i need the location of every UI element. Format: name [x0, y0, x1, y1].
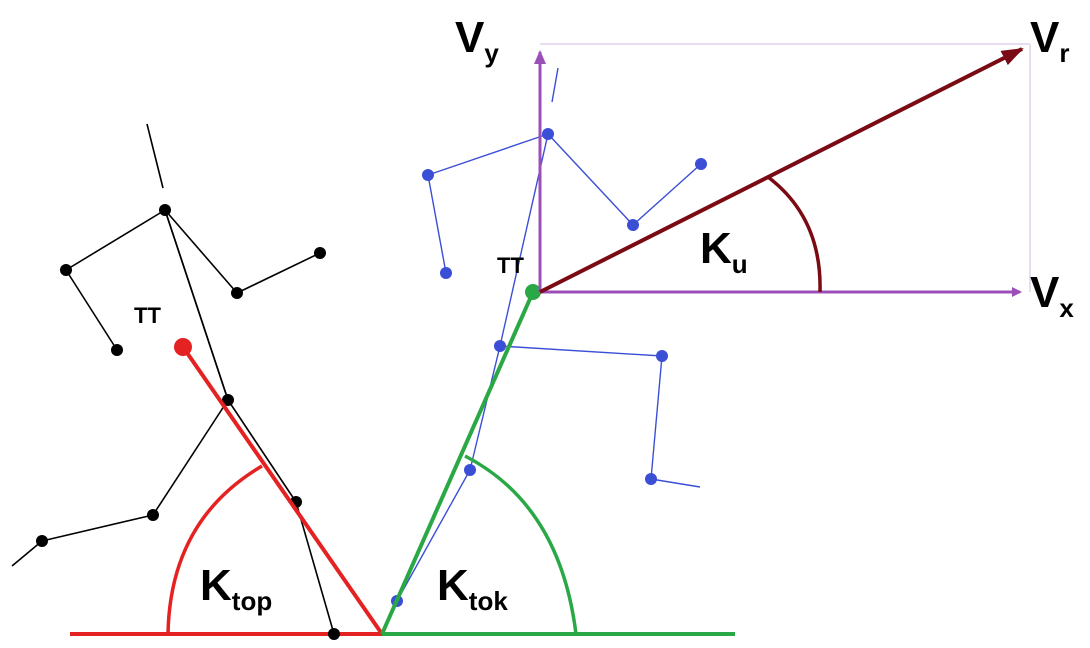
- vx-label: Vx: [1030, 268, 1074, 323]
- blue-stick-figure: [396, 67, 702, 602]
- black-joint-foot-front: [328, 628, 340, 640]
- blue-joint-foot-front: [645, 473, 657, 485]
- tt-label-right: TT: [497, 253, 524, 278]
- ktop-label: Ktop: [200, 561, 272, 616]
- black-figure-joints: [36, 204, 340, 640]
- black-joint-neck: [159, 204, 171, 216]
- tt-label-left: TT: [134, 303, 161, 328]
- green-angle-arc: [464, 454, 578, 635]
- vy-label: Vy: [455, 13, 499, 68]
- green-takeoff-angle: [380, 291, 578, 635]
- blue-joint-neck: [542, 128, 554, 140]
- black-joint-foot-back: [36, 535, 48, 547]
- black-stick-figure: [11, 123, 335, 635]
- black-joint-elbow-left: [60, 264, 72, 276]
- red-takeoff-angle: [166, 345, 384, 636]
- blue-joint-hand-right: [695, 158, 707, 170]
- ku-label: Ku: [700, 224, 748, 279]
- blue-figure-joints: [391, 128, 707, 607]
- blue-joint-hand-left: [440, 267, 452, 279]
- black-joint-hand-right: [314, 247, 326, 259]
- green-body-axis: [380, 291, 535, 635]
- blue-joint-elbow-right: [627, 219, 639, 231]
- red-body-axis: [181, 345, 384, 636]
- green-tt-point: [525, 284, 541, 300]
- velocity-projection-box: [540, 43, 1031, 292]
- vr-label: Vr: [1030, 13, 1069, 68]
- black-joint-hand-left: [111, 344, 123, 356]
- blue-joint-knee-back: [464, 464, 476, 476]
- ku-angle-arc: [766, 175, 822, 293]
- blue-joint-elbow-left: [422, 169, 434, 181]
- ktok-label: Ktok: [437, 561, 508, 616]
- black-joint-knee-back: [147, 509, 159, 521]
- red-tt-point: [174, 338, 192, 356]
- blue-joint-knee-front: [656, 350, 668, 362]
- blue-joint-hip: [494, 340, 506, 352]
- black-joint-elbow-right: [231, 287, 243, 299]
- black-joint-hip: [222, 394, 234, 406]
- red-angle-arc: [166, 464, 263, 635]
- vr-vector: [539, 47, 1024, 294]
